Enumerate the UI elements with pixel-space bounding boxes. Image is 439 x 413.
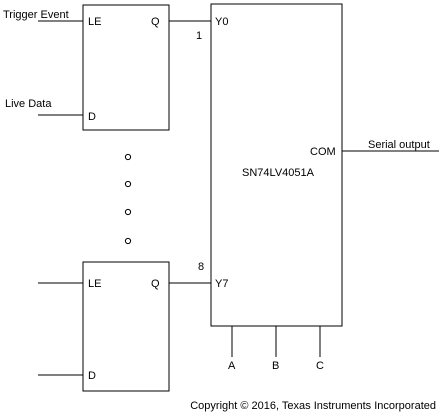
latch-top-le-label: LE	[88, 16, 101, 28]
mux-com-label: COM	[310, 146, 336, 158]
latch-top-q-label: Q	[151, 16, 160, 28]
latch-bottom-d-label: D	[88, 370, 96, 382]
trigger-event-label: Trigger Event	[3, 9, 69, 21]
channel-number-first: 1	[196, 30, 202, 42]
latch-top-box	[82, 4, 170, 131]
ellipsis-dot	[124, 237, 132, 245]
select-c-label: C	[316, 360, 324, 372]
latch-bottom-le-label: LE	[88, 278, 101, 290]
latch-top-d-label: D	[88, 111, 96, 123]
channel-number-last: 8	[198, 261, 204, 273]
select-a-label: A	[228, 360, 236, 372]
mux-y7-label: Y7	[215, 278, 228, 290]
ellipsis-dot	[124, 153, 132, 161]
ellipsis-dot	[124, 180, 132, 188]
mux-y0-label: Y0	[215, 16, 228, 28]
serial-output-label: Serial output	[368, 139, 430, 151]
select-b-label: B	[272, 360, 279, 372]
latch-bottom-q-label: Q	[151, 278, 160, 290]
latch-bottom-box	[82, 261, 170, 392]
live-data-label: Live Data	[5, 98, 52, 110]
mux-box	[210, 3, 343, 327]
copyright-notice: Copyright © 2016, Texas Instruments Inco…	[190, 400, 436, 412]
mux-part-number: SN74LV4051A	[242, 167, 315, 179]
ellipsis-dot	[124, 208, 132, 216]
